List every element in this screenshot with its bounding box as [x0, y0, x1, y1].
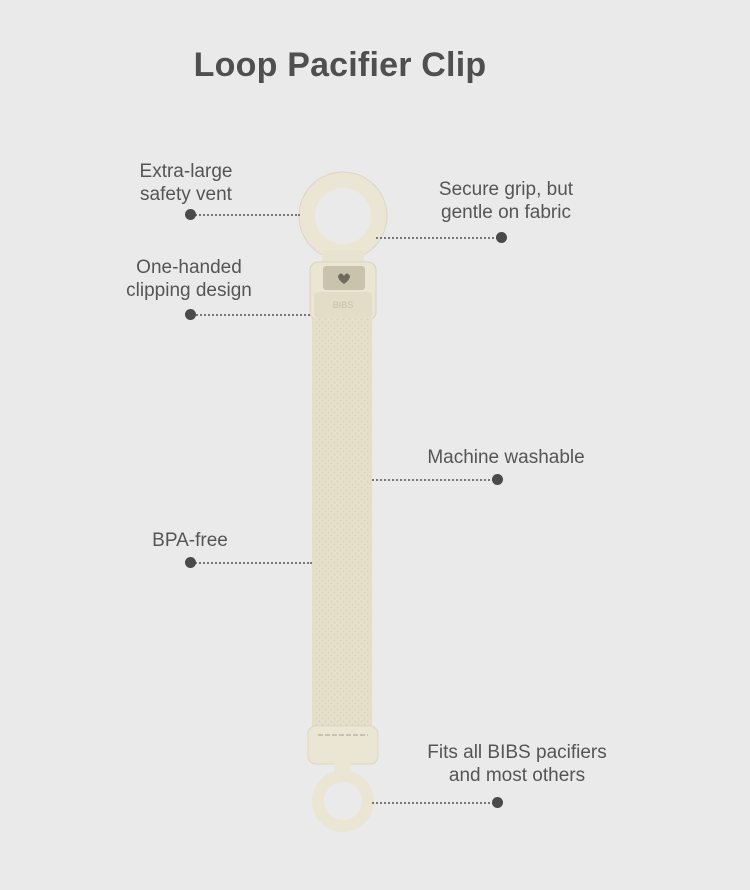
- feature-label-clipping-design: One-handed clipping design: [126, 257, 252, 301]
- page-title: Loop Pacifier Clip: [193, 46, 487, 84]
- leader-line-clipping-design: [192, 314, 310, 316]
- callout-dot-clipping-design: [185, 309, 196, 320]
- callout-dot-machine-washable: [492, 474, 503, 485]
- clip-brand-mark: BIBS: [333, 300, 354, 310]
- leader-line-machine-washable: [372, 479, 498, 481]
- leader-line-fits-pacifiers: [372, 802, 498, 804]
- callout-dot-secure-grip: [496, 232, 507, 243]
- clip-body: [309, 261, 377, 321]
- leader-line-bpa-free: [192, 562, 312, 564]
- feature-label-fits-pacifiers: Fits all BIBS pacifiers and most others: [427, 742, 607, 786]
- bottom-cap: [307, 725, 379, 765]
- feature-label-safety-vent: Extra-large safety vent: [139, 161, 233, 205]
- feature-label-secure-grip: Secure grip, but gentle on fabric: [438, 179, 574, 223]
- bottom-ring: [312, 770, 374, 832]
- fabric-strap: [312, 318, 372, 734]
- callout-dot-bpa-free: [185, 557, 196, 568]
- callout-dot-fits-pacifiers: [492, 797, 503, 808]
- top-ring: [298, 171, 388, 261]
- feature-label-bpa-free: BPA-free: [152, 530, 228, 551]
- leader-line-secure-grip: [376, 237, 502, 239]
- leader-line-safety-vent: [192, 214, 300, 216]
- callout-dot-safety-vent: [185, 209, 196, 220]
- feature-label-machine-washable: Machine washable: [427, 447, 585, 468]
